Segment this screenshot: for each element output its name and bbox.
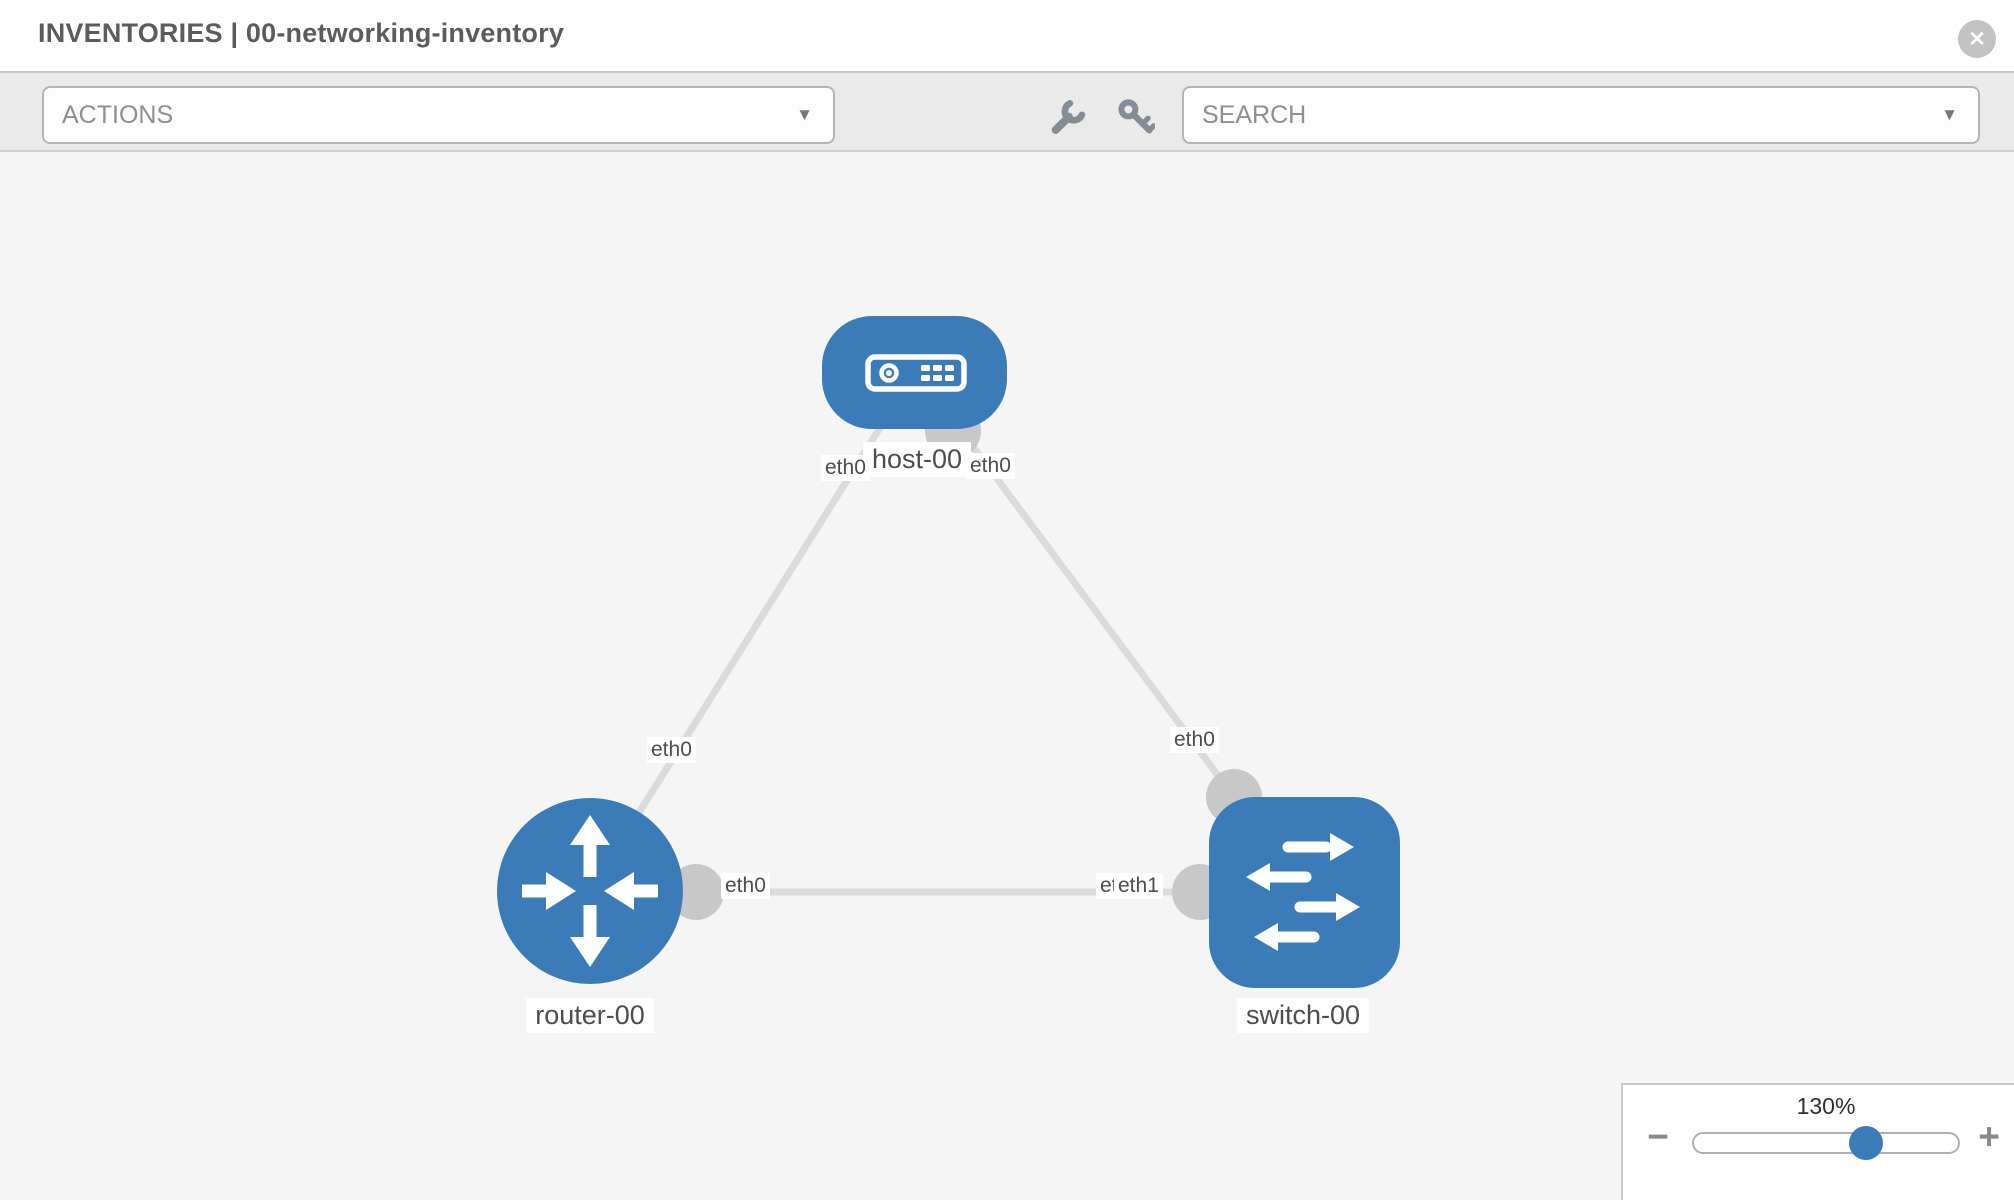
node-router-00[interactable]	[497, 798, 683, 984]
node-host-00[interactable]	[822, 316, 1007, 429]
search-dropdown[interactable]: SEARCH ▼	[1182, 86, 1980, 144]
router-icon	[522, 815, 658, 967]
node-label-router: router-00	[526, 998, 654, 1033]
iface-label-router-eth0-top: eth0	[647, 737, 696, 763]
toolbar: ACTIONS ▼ SEARCH ▼	[0, 71, 2014, 152]
switch-icon	[1246, 833, 1360, 951]
close-icon: ✕	[1968, 27, 1986, 51]
chevron-down-icon: ▼	[1941, 105, 1958, 124]
iface-label-host-eth0-left: eth0	[821, 455, 870, 481]
iface-label-switch-eth0-top: eth0	[1170, 727, 1219, 753]
zoom-out-button[interactable]: −	[1636, 1115, 1680, 1159]
chevron-down-icon: ▼	[796, 105, 813, 124]
iface-label-host-eth0-right: eth0	[966, 453, 1015, 479]
close-button[interactable]: ✕	[1958, 20, 1996, 58]
node-label-host: host-00	[862, 442, 972, 477]
topology-canvas[interactable]: host-00 router-00 switch-00 eth0 eth0 et…	[0, 152, 2014, 1200]
titlebar: INVENTORIES | 00-networking-inventory ✕	[0, 0, 2014, 71]
zoom-level-label: 130%	[1796, 1093, 1856, 1119]
zoom-panel: 130% − +	[1621, 1083, 2014, 1200]
page-title: INVENTORIES | 00-networking-inventory	[38, 18, 565, 48]
node-label-switch: switch-00	[1236, 998, 1370, 1033]
configure-button[interactable]	[1046, 95, 1090, 139]
actions-dropdown-label: ACTIONS	[62, 100, 174, 129]
iface-label-switch-eth1: eth1	[1114, 873, 1163, 899]
zoom-in-button[interactable]: +	[1967, 1115, 2011, 1159]
host-icon	[865, 354, 967, 392]
search-dropdown-label: SEARCH	[1202, 100, 1307, 129]
wrench-icon	[1051, 100, 1086, 134]
credentials-button[interactable]	[1114, 95, 1158, 139]
zoom-slider-track[interactable]	[1692, 1126, 1960, 1160]
zoom-slider-handle[interactable]	[1849, 1126, 1883, 1160]
actions-dropdown[interactable]: ACTIONS ▼	[42, 86, 835, 144]
iface-label-router-eth0-right: eth0	[721, 873, 770, 899]
node-switch-00[interactable]	[1209, 797, 1400, 988]
key-icon	[1118, 99, 1155, 134]
